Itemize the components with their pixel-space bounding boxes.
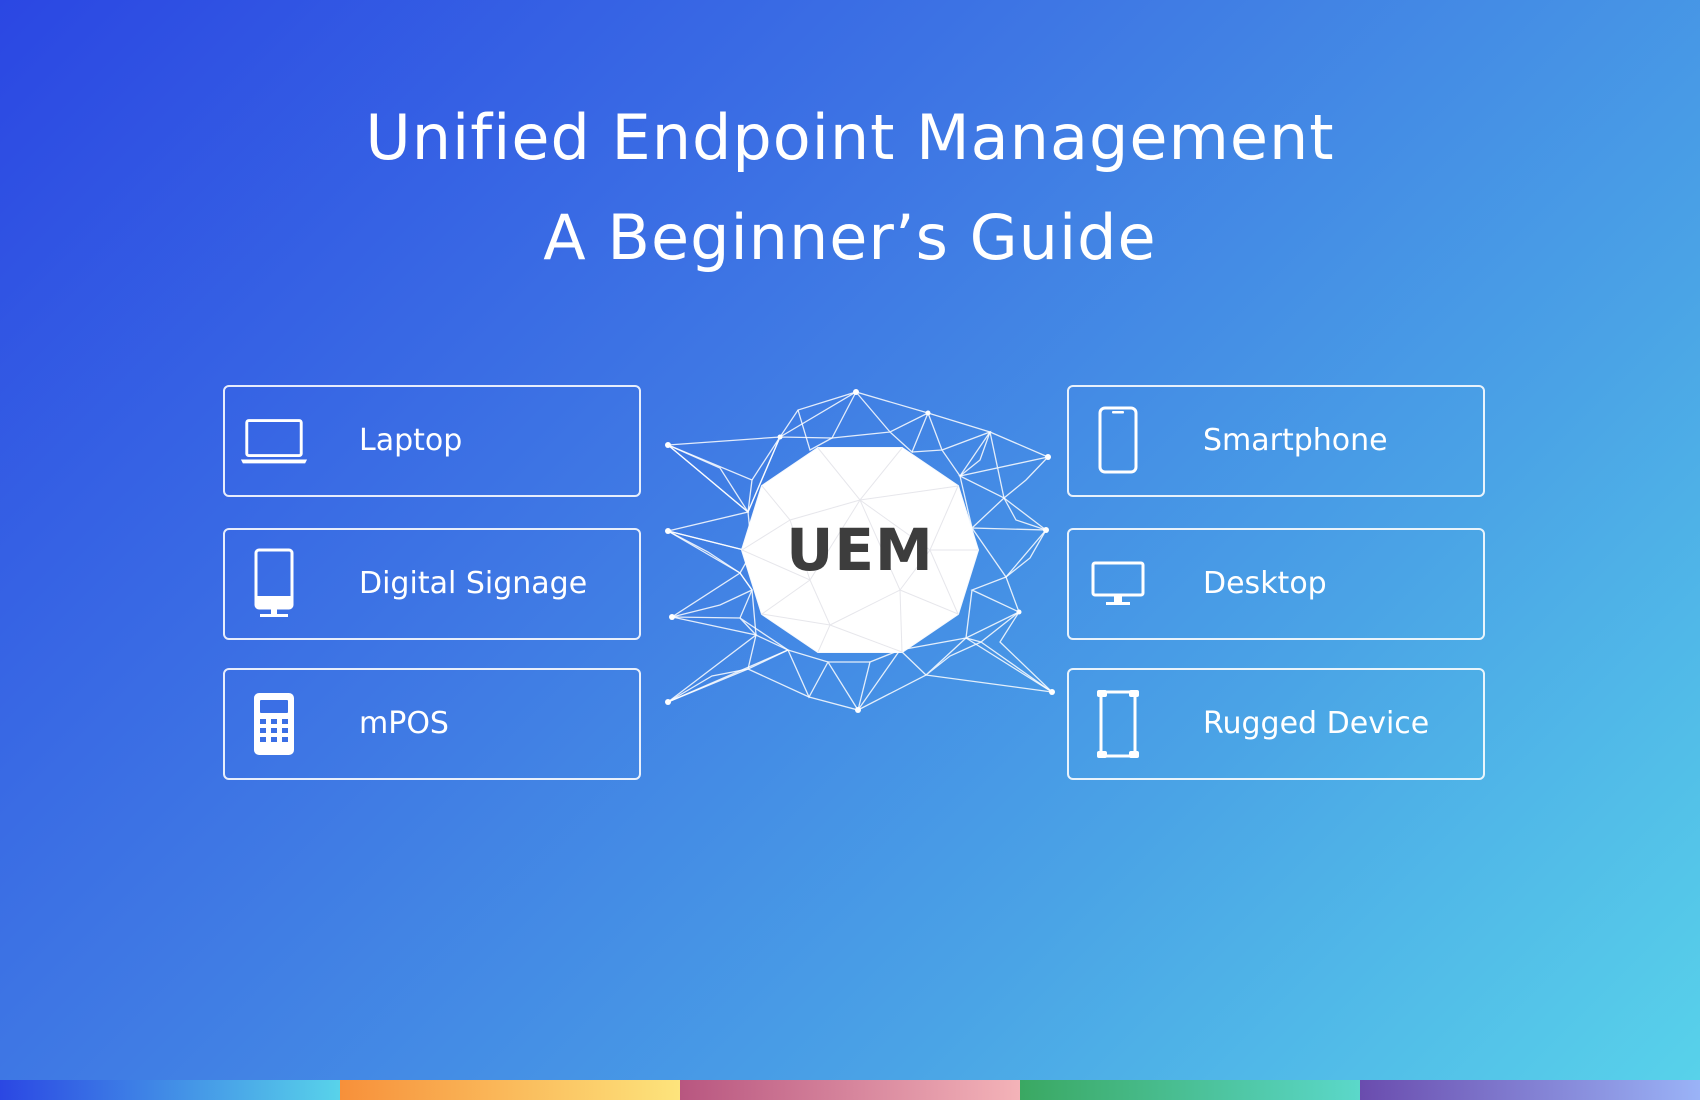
title-block: Unified Endpoint Management A Beginner’s… xyxy=(0,88,1700,288)
color-strip-segment xyxy=(1020,1080,1360,1100)
laptop-icon xyxy=(239,387,309,495)
device-label-desktop: Desktop xyxy=(1203,566,1327,601)
device-card-mpos: mPOS xyxy=(223,668,641,780)
device-label-rugged-device: Rugged Device xyxy=(1203,706,1430,741)
uem-hub-label: UEM xyxy=(786,516,934,584)
device-label-digital-signage: Digital Signage xyxy=(359,566,588,601)
color-strip-segment xyxy=(680,1080,1020,1100)
color-strip-segment xyxy=(340,1080,680,1100)
page-subtitle: A Beginner’s Guide xyxy=(543,201,1157,274)
device-card-digital-signage: Digital Signage xyxy=(223,528,641,640)
digital-signage-icon xyxy=(239,530,309,638)
uem-network-graphic xyxy=(665,389,1055,713)
page-title: Unified Endpoint Management xyxy=(365,101,1335,174)
color-strip xyxy=(0,1080,1700,1100)
color-strip-segment xyxy=(1360,1080,1700,1100)
uem-hub: UEM xyxy=(660,380,1060,720)
device-card-laptop: Laptop xyxy=(223,385,641,497)
color-strip-segment xyxy=(0,1080,340,1100)
device-card-smartphone: Smartphone xyxy=(1067,385,1485,497)
uem-hub-shape xyxy=(740,447,980,653)
device-label-smartphone: Smartphone xyxy=(1203,423,1388,458)
rugged-device-icon xyxy=(1083,670,1153,778)
desktop-icon xyxy=(1083,530,1153,638)
device-label-laptop: Laptop xyxy=(359,423,463,458)
device-card-rugged-device: Rugged Device xyxy=(1067,668,1485,780)
mpos-icon xyxy=(239,670,309,778)
device-label-mpos: mPOS xyxy=(359,706,449,741)
smartphone-icon xyxy=(1083,387,1153,495)
device-card-desktop: Desktop xyxy=(1067,528,1485,640)
